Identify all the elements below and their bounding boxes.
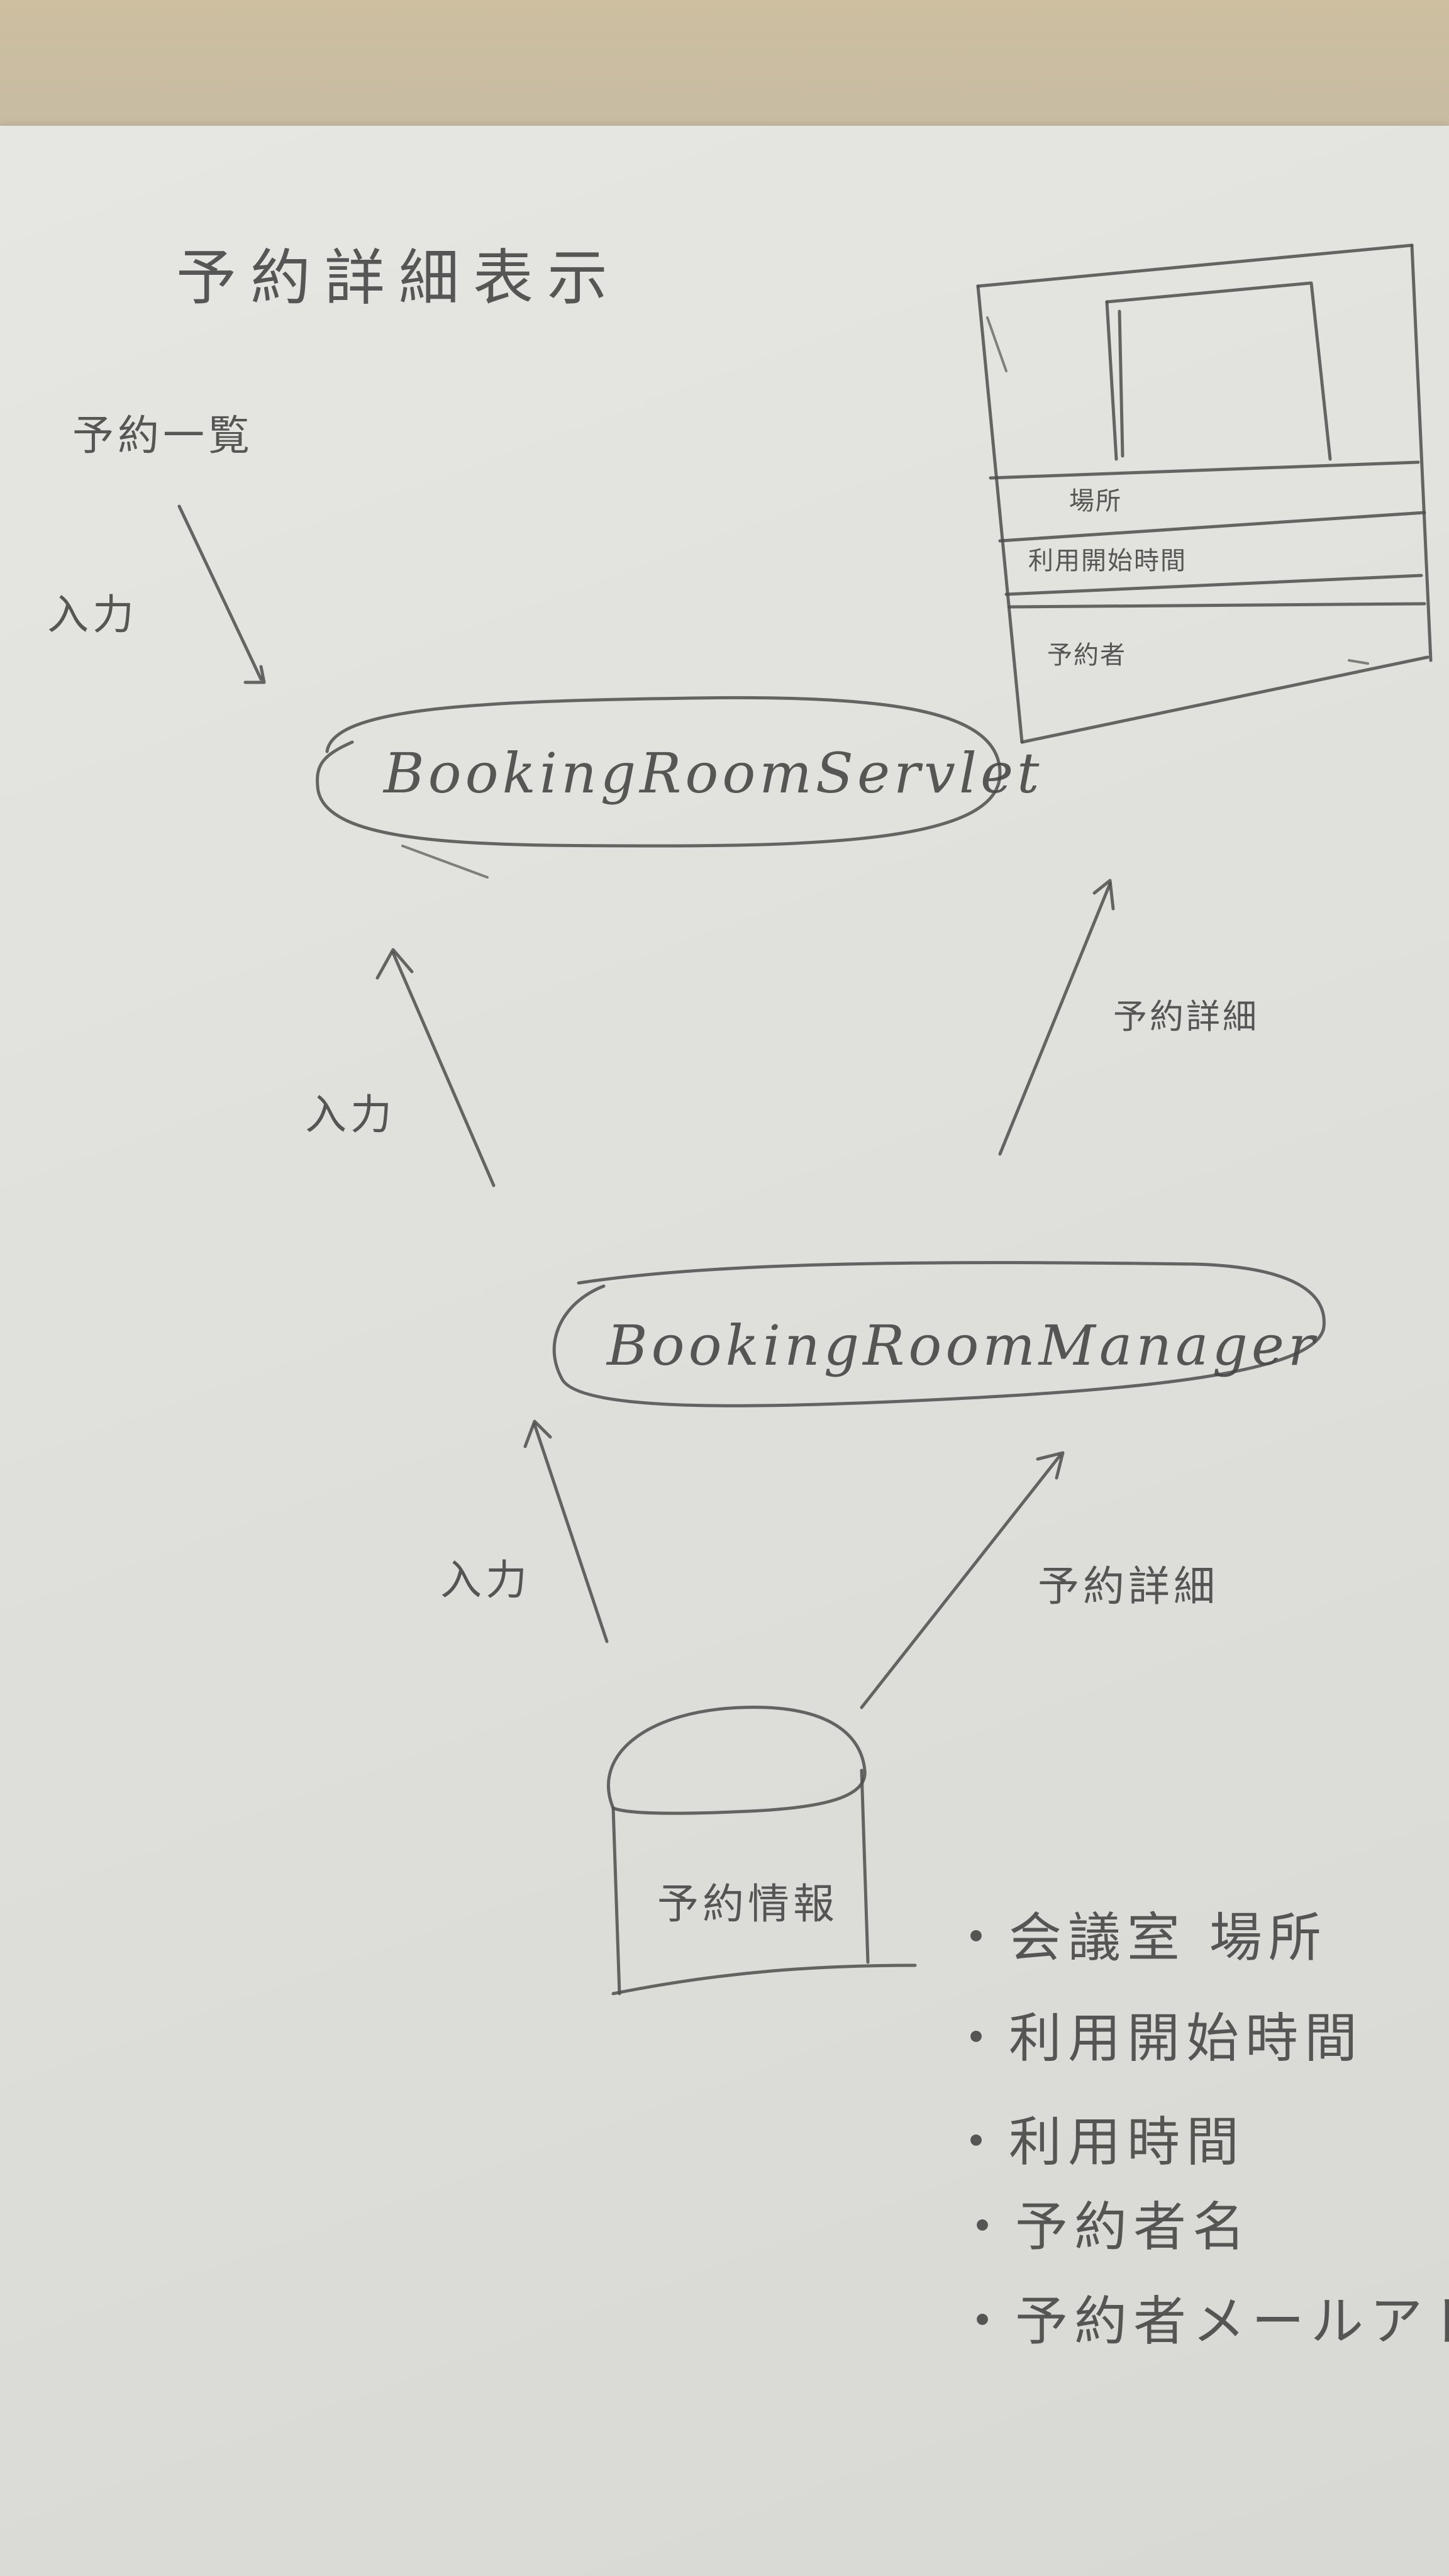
diagram-title: 予約詳細表示 [176,243,621,313]
paper-sheet [0,126,1449,2576]
arrow-servlet-output [998,879,1115,1156]
arrow-servlet-input-label: 入力 [305,1091,396,1139]
arrow-manager-input-label: 入力 [440,1556,531,1604]
database-label: 予約情報 [657,1880,838,1928]
screen-mockup [976,243,1433,744]
arrow-servlet-input [375,948,496,1187]
servlet-node-label: BookingRoomServlet [382,741,1043,806]
field-list: ・会議室 場所 ・利用開始時間 ・利用時間 ・予約者名 ・予約者メールアドレス [950,1907,1449,2352]
arrow-manager-output-label: 予約詳細 [1038,1562,1219,1611]
manager-node [552,1261,1326,1407]
field-item: ・利用開始時間 [950,2007,1363,2069]
arrow-manager-output [860,1451,1065,1709]
mock-row-booker: 予約者 [1047,641,1126,670]
arrow-manager-input [523,1419,609,1643]
reservation-list-label: 予約一覧 [72,411,253,460]
field-item: ・予約者名 [956,2196,1252,2258]
field-item: ・利用時間 [950,2111,1245,2173]
field-item: ・予約者メールアドレス [956,2290,1449,2352]
mock-row-start-time: 利用開始時間 [1028,547,1187,575]
arrow-to-list-label: 入力 [47,591,138,639]
field-item: ・会議室 場所 [950,1907,1328,1968]
arrow-servlet-output-label: 予約詳細 [1113,997,1259,1036]
mock-row-place: 場所 [1069,487,1122,516]
database-cylinder [607,1706,917,1996]
servlet-node [316,696,1002,879]
manager-node-label: BookingRoomManager [606,1313,1318,1378]
arrow-to-list [177,504,266,684]
